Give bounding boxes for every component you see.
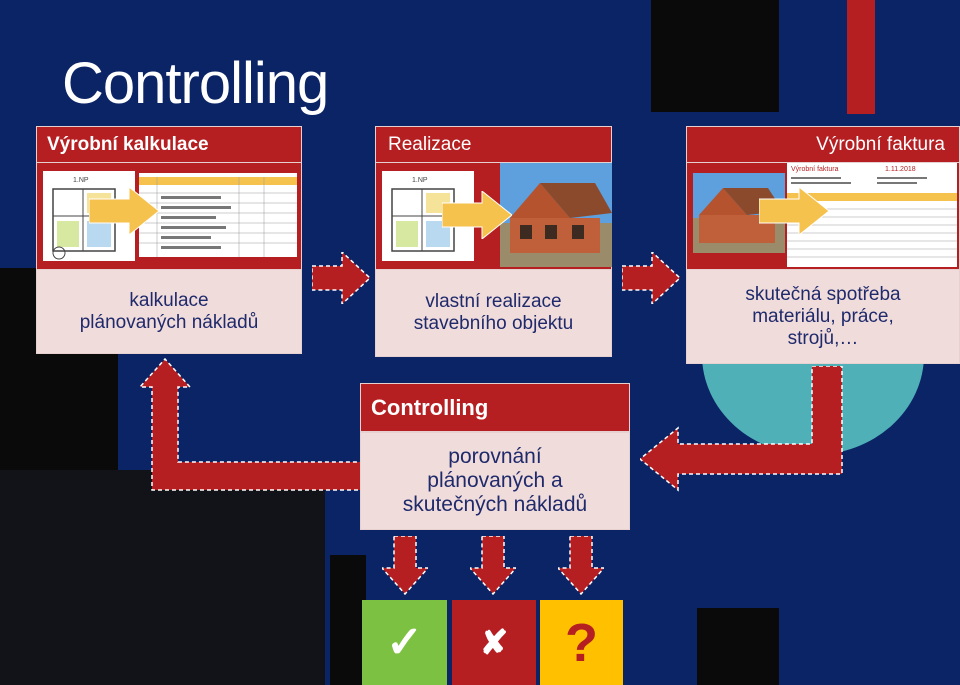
question-icon: ? bbox=[565, 612, 598, 673]
svg-text:1.NP: 1.NP bbox=[73, 177, 89, 184]
card-realizace-text: vlastní realizace stavebního objektu bbox=[375, 269, 612, 357]
card-faktura-heading: Výrobní faktura bbox=[686, 126, 960, 163]
invoice-date: 1.11.2018 bbox=[885, 166, 916, 173]
cost-table-thumbnail bbox=[139, 173, 297, 257]
card-kalkulace-line2: plánovaných nákladů bbox=[79, 311, 259, 333]
card-realizace-line1: vlastní realizace bbox=[425, 291, 562, 312]
flow-arrow-icon bbox=[88, 185, 160, 240]
card-controlling-text: porovnání plánovaných a skutečných nákla… bbox=[360, 432, 630, 530]
card-kalkulace-images: 1.NP bbox=[36, 163, 302, 269]
card-faktura-text: skutečná spotřeba materiálu, práce, stro… bbox=[686, 269, 960, 364]
arrow-down-fail bbox=[468, 535, 518, 601]
card-realizace-images: 1.NP bbox=[375, 163, 612, 269]
card-controlling-line2: plánovaných a bbox=[427, 469, 563, 492]
arrow-faktura-to-controlling bbox=[638, 365, 850, 501]
svg-text:1.NP: 1.NP bbox=[412, 177, 428, 184]
red-bar-top bbox=[847, 0, 875, 114]
dark-block-bottom-right bbox=[697, 608, 779, 685]
dark-block-bottom-left bbox=[0, 470, 325, 685]
house-construction-photo bbox=[500, 163, 612, 267]
card-kalkulace-heading: Výrobní kalkulace bbox=[36, 126, 302, 163]
arrow-down-unknown bbox=[556, 535, 606, 601]
card-faktura-line2: materiálu, práce, bbox=[752, 305, 894, 327]
dark-block-top bbox=[651, 0, 779, 112]
card-faktura-images: Výrobní faktura 1.11.2018 bbox=[686, 163, 960, 269]
arrow-controlling-to-kalkulace bbox=[138, 357, 370, 497]
arrow-realizace-to-faktura bbox=[621, 250, 682, 309]
outcome-ok-box: ✓ bbox=[362, 600, 447, 685]
card-kalkulace-line1: kalkulace bbox=[129, 289, 209, 311]
card-controlling-line1: porovnání bbox=[448, 445, 542, 468]
outcome-unknown-box: ? bbox=[540, 600, 623, 685]
outcome-fail-box: ✘ bbox=[452, 600, 536, 685]
card-faktura-line3: strojů,… bbox=[787, 327, 859, 349]
dark-block-bottom-center bbox=[330, 555, 366, 685]
page-title: Controlling bbox=[62, 51, 329, 116]
invoice-heading: Výrobní faktura bbox=[791, 166, 839, 173]
card-controlling-heading: Controlling bbox=[360, 383, 630, 432]
card-realizace-line2: stavebního objektu bbox=[413, 313, 574, 334]
card-kalkulace-text: kalkulace plánovaných nákladů bbox=[36, 269, 302, 354]
check-icon: ✓ bbox=[386, 618, 423, 667]
cross-icon: ✘ bbox=[479, 623, 509, 662]
card-realizace-heading: Realizace bbox=[375, 126, 612, 163]
arrow-kalkulace-to-realizace bbox=[311, 250, 372, 309]
flow-arrow-icon bbox=[758, 185, 830, 240]
house-construction-photo bbox=[693, 173, 785, 253]
arrow-down-ok bbox=[380, 535, 430, 601]
card-controlling-line3: skutečných nákladů bbox=[402, 493, 588, 516]
flow-arrow-icon bbox=[441, 189, 513, 244]
card-faktura-line1: skutečná spotřeba bbox=[745, 283, 901, 305]
